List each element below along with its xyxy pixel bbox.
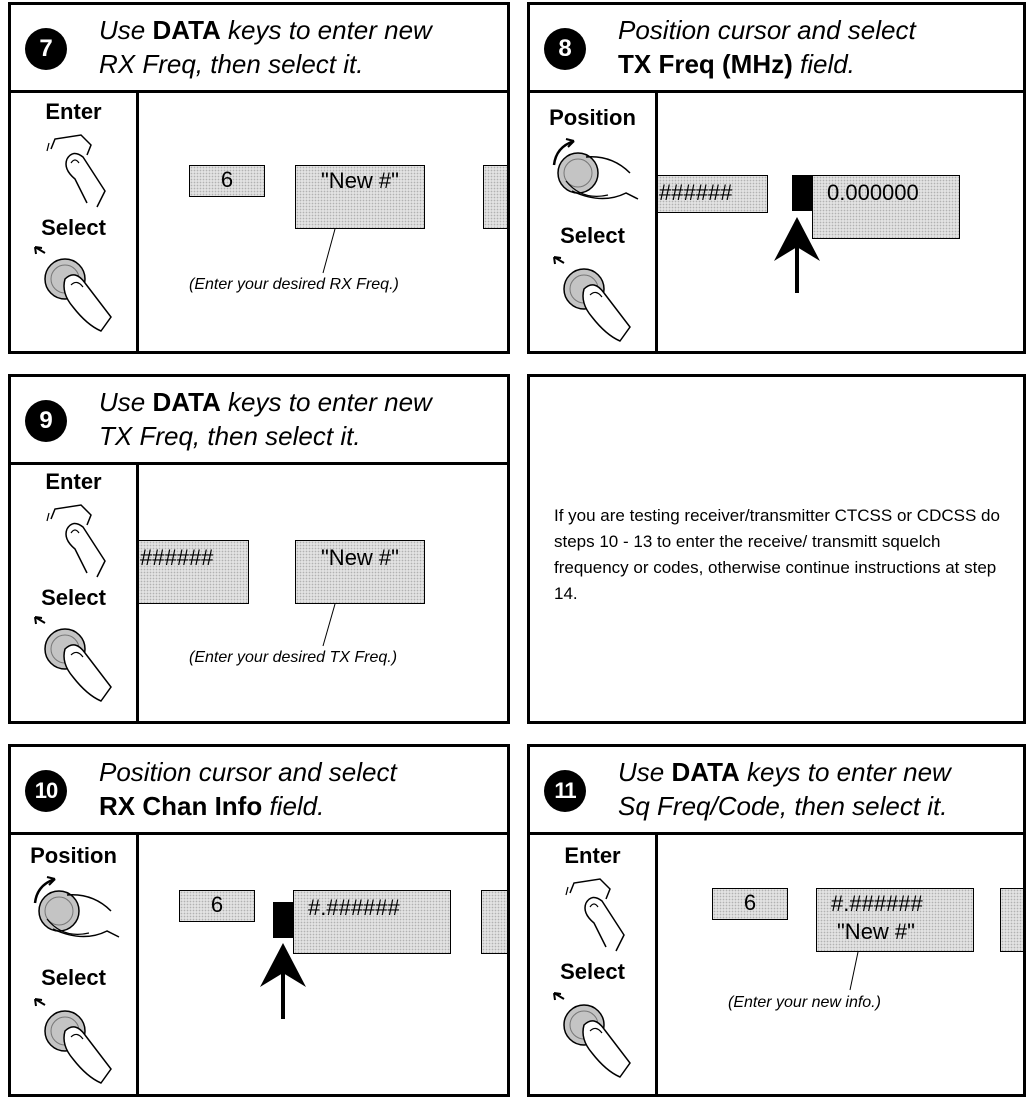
action-sidebar: Position Select	[530, 93, 658, 351]
position-knob-icon	[552, 138, 639, 200]
step-header: 9 Use DATA keys to enter new TX Freq, th…	[11, 377, 507, 465]
screen-area: ###### "New #" (Enter your desired TX Fr…	[139, 465, 507, 721]
callout-line	[322, 228, 336, 274]
step-header: 11 Use DATA keys to enter new Sq Freq/Co…	[530, 747, 1023, 835]
select-label: Select	[41, 965, 106, 990]
data-keys-label: DATA	[671, 757, 740, 787]
enter-key-press-icon	[46, 134, 106, 208]
enter-label: Enter	[45, 99, 102, 124]
cursor-arrow-icon	[260, 943, 306, 1019]
cursor-block	[273, 902, 293, 938]
select-knob-icon	[34, 998, 112, 1084]
rx-freq-field-partial[interactable]: ######	[658, 175, 768, 213]
data-keys-label: DATA	[152, 15, 221, 45]
next-field-edge[interactable]	[483, 165, 507, 229]
step-number-badge: 8	[544, 28, 586, 70]
rx-freq-field[interactable]: "New #"	[295, 165, 425, 229]
callout-note: (Enter your desired TX Freq.)	[189, 649, 398, 666]
enter-key-press-icon	[565, 878, 625, 952]
step-number-badge: 11	[544, 770, 586, 812]
action-sidebar: Position Select	[11, 835, 139, 1094]
next-field-edge[interactable]	[481, 890, 507, 954]
data-keys-label: DATA	[152, 387, 221, 417]
step-10-panel: 10 Position cursor and select RX Chan In…	[8, 744, 510, 1097]
instruction-line-2: TX Freq, then select it.	[99, 421, 361, 451]
screen-area: 6 "New #" (Enter your desired RX Freq.)	[139, 93, 507, 351]
instruction-line-1: Use DATA keys to enter new	[99, 387, 432, 417]
position-knob-icon	[33, 876, 120, 938]
action-sidebar: Enter Select	[11, 93, 139, 351]
channel-field[interactable]: 6	[712, 888, 788, 920]
enter-label: Enter	[45, 469, 102, 494]
step-number-badge: 7	[25, 28, 67, 70]
select-knob-icon	[34, 246, 112, 332]
tx-freq-field[interactable]: 0.000000	[812, 175, 960, 239]
screen-area: 6 #.######	[139, 835, 507, 1094]
screen-area: ###### 0.000000	[658, 93, 1023, 351]
step-8-panel: 8 Position cursor and select TX Freq (MH…	[527, 2, 1026, 354]
field-name-label: TX Freq (MHz)	[618, 49, 793, 79]
step-number-badge: 9	[25, 400, 67, 442]
step-9-panel: 9 Use DATA keys to enter new TX Freq, th…	[8, 374, 510, 724]
select-knob-icon	[34, 616, 112, 702]
select-knob-icon	[553, 256, 631, 342]
step-header: 8 Position cursor and select TX Freq (MH…	[530, 5, 1023, 93]
tx-freq-field[interactable]: "New #"	[295, 540, 425, 604]
cursor-arrow-icon	[774, 217, 820, 293]
channel-field[interactable]: 6	[189, 165, 265, 197]
field-name-label: RX Chan Info	[99, 791, 263, 821]
next-field-edge[interactable]	[1000, 888, 1023, 952]
callout-line	[322, 603, 336, 647]
rx-freq-field-partial[interactable]: ######	[139, 540, 249, 604]
info-panel: If you are testing receiver/transmitter …	[527, 374, 1026, 724]
instruction-line-1: Position cursor and select	[618, 15, 916, 45]
enter-label: Enter	[564, 843, 621, 868]
callout-note: (Enter your new info.)	[728, 994, 881, 1011]
step-number-badge: 10	[25, 770, 67, 812]
select-knob-icon	[553, 992, 631, 1078]
rx-chan-info-field[interactable]: #.######	[293, 890, 451, 954]
callout-note: (Enter your desired RX Freq.)	[189, 276, 399, 293]
select-label: Select	[560, 959, 625, 984]
screen-area: 6 #.###### "New #" (Enter your new info.…	[658, 835, 1023, 1094]
instruction-line-2: RX Chan Info field.	[99, 791, 325, 821]
select-label: Select	[560, 223, 625, 248]
cursor-block	[792, 175, 812, 211]
instruction-line-1: Use DATA keys to enter new	[99, 15, 432, 45]
instruction-line-2: TX Freq (MHz) field.	[618, 49, 855, 79]
action-sidebar: Enter Select	[530, 835, 658, 1094]
instruction-line-1: Position cursor and select	[99, 757, 397, 787]
select-label: Select	[41, 215, 106, 240]
instruction-line-2: RX Freq, then select it.	[99, 49, 364, 79]
sq-freq-code-field[interactable]: #.###### "New #"	[816, 888, 974, 952]
position-label: Position	[549, 105, 636, 130]
step-header: 10 Position cursor and select RX Chan In…	[11, 747, 507, 835]
step-7-panel: 7 Use DATA keys to enter new RX Freq, th…	[8, 2, 510, 354]
callout-line	[849, 951, 859, 991]
step-11-panel: 11 Use DATA keys to enter new Sq Freq/Co…	[527, 744, 1026, 1097]
action-sidebar: Enter Select	[11, 465, 139, 721]
info-text: If you are testing receiver/transmitter …	[554, 506, 1000, 603]
instruction-line-2: Sq Freq/Code, then select it.	[618, 791, 948, 821]
step-header: 7 Use DATA keys to enter new RX Freq, th…	[11, 5, 507, 93]
instruction-line-1: Use DATA keys to enter new	[618, 757, 951, 787]
select-label: Select	[41, 585, 106, 610]
position-label: Position	[30, 843, 117, 868]
channel-field[interactable]: 6	[179, 890, 255, 922]
enter-key-press-icon	[46, 504, 106, 578]
